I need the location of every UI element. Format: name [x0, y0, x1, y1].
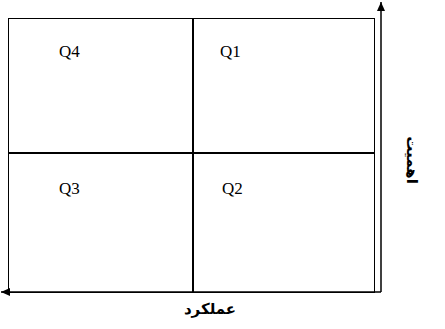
quadrant-label: Q4 — [59, 43, 80, 60]
quadrant-box: Q3 — [8, 152, 194, 293]
quadrant-box: Q4 — [8, 18, 194, 154]
horizontal-axis-label: عملکرد — [184, 300, 236, 318]
quadrant-box: Q2 — [192, 152, 375, 293]
quadrant-label: Q3 — [59, 180, 80, 197]
quadrant-label: Q1 — [220, 43, 241, 60]
importance-axis — [380, 2, 382, 292]
vertical-axis-label: اهمیت — [403, 136, 421, 184]
quadrant-box: Q1 — [192, 18, 375, 154]
quadrant-label: Q2 — [222, 180, 243, 197]
